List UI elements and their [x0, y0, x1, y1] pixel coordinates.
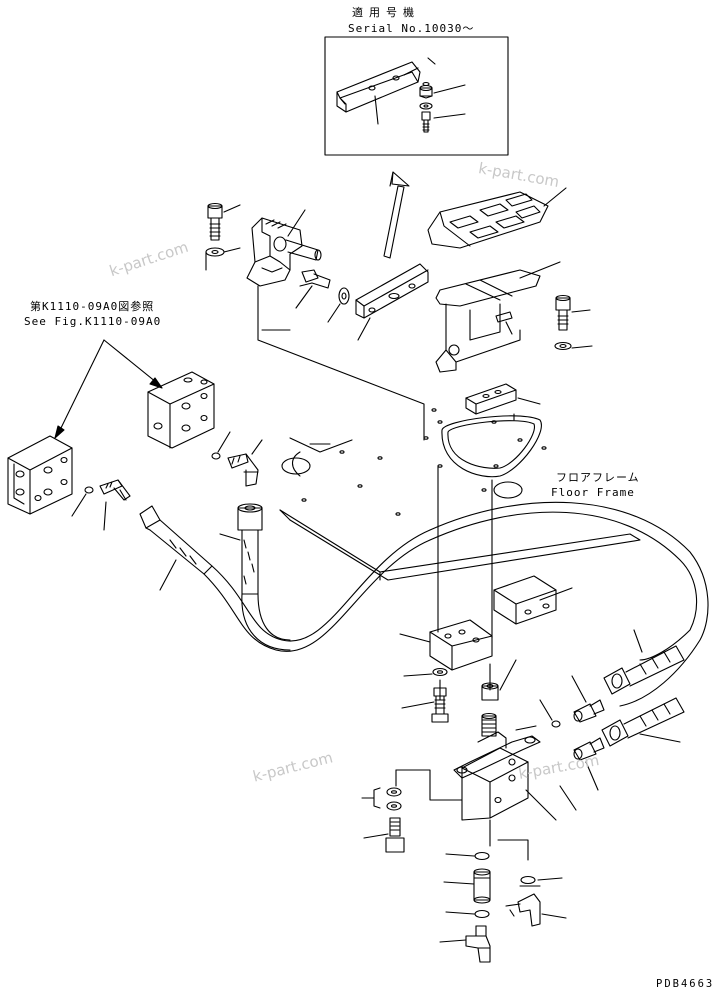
floor-frame-en: Floor Frame	[551, 486, 635, 499]
lower-nut	[482, 660, 516, 700]
valve-mount-bolt	[364, 818, 404, 852]
inset-arrow	[384, 172, 409, 258]
spacer-block-lower	[400, 620, 492, 670]
o-ring-right	[540, 700, 560, 727]
inset-bolt	[422, 112, 430, 132]
inset-bracket	[337, 62, 420, 112]
inset-washer	[420, 103, 432, 109]
floor-frame	[258, 286, 640, 580]
hose-fitting-lower	[602, 698, 684, 746]
foot-pedal	[436, 262, 560, 372]
hose-fitting-upper	[604, 630, 684, 694]
reference-en: See Fig.K1110-09A0	[24, 315, 162, 328]
o-ring-center	[212, 432, 230, 459]
bottom-o-rings	[446, 820, 528, 918]
bottom-elbow-right	[506, 877, 566, 927]
bottom-adapter	[444, 869, 490, 903]
alignment-lines	[424, 414, 514, 700]
pivot-washer	[328, 288, 349, 322]
bracket-washer	[206, 248, 240, 270]
hose-loop-right	[430, 502, 708, 706]
inset-nut	[420, 83, 432, 99]
adapter-upper	[572, 676, 604, 722]
pedal-washer	[555, 343, 592, 350]
o-ring-left	[72, 487, 93, 516]
drawing-code: PDB4663	[656, 978, 715, 990]
pivot-pin	[296, 270, 330, 308]
floor-frame-jp: フロアフレーム	[556, 471, 640, 484]
connecting-plate	[356, 264, 428, 340]
valve-block-left	[8, 436, 72, 514]
inset-serial: Serial No.10030～	[348, 22, 475, 35]
elbow-center	[228, 440, 262, 486]
pedal-pad-alt	[428, 188, 566, 248]
pedal-bolt	[556, 296, 590, 331]
reference-arrows	[55, 340, 162, 438]
reference-jp: 第K1110-09A0図参照	[30, 300, 155, 313]
pedal-valve-body	[454, 714, 576, 821]
lower-bolt	[402, 688, 448, 722]
hose-center	[220, 504, 290, 650]
elbow-left	[100, 480, 130, 530]
pedal-support-bracket	[247, 210, 321, 286]
bracket-bolt	[208, 204, 240, 241]
bottom-elbow-left	[440, 926, 490, 962]
spacer-block-right	[494, 576, 572, 624]
inset-box	[325, 37, 508, 155]
valve-washers	[362, 770, 462, 810]
inset-title: 適用号機	[352, 6, 420, 19]
spacer-block-upper	[466, 384, 540, 414]
lower-washer	[404, 669, 447, 677]
adapter-lower	[574, 738, 604, 790]
valve-block-center	[148, 372, 214, 448]
